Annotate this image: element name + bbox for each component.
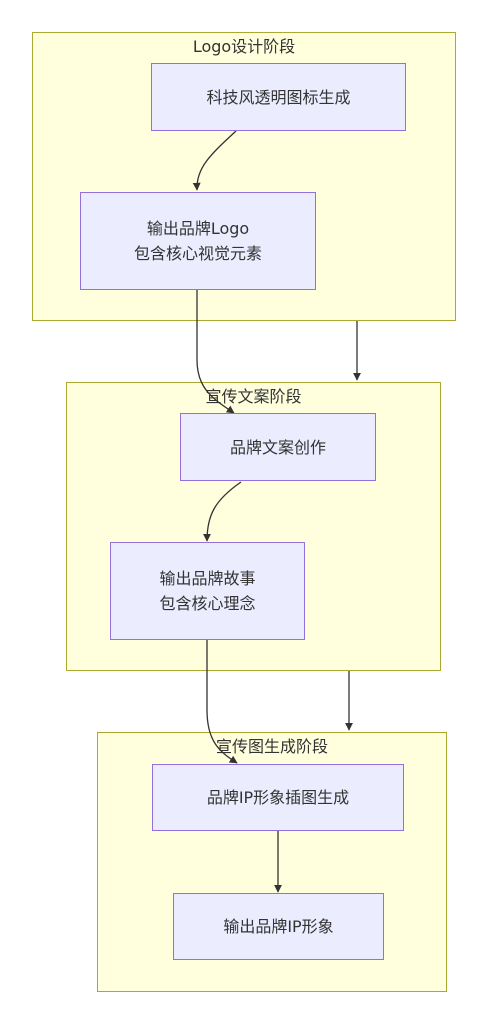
node-brand-story-output-line1: 输出品牌故事 [159, 569, 256, 588]
edge-icon-to-logo [192, 130, 237, 191]
edge-copy-to-story [203, 481, 242, 542]
node-brand-logo-output-line2: 包含核心视觉元素 [133, 244, 262, 263]
edge-story-to-ip [206, 640, 238, 764]
node-brand-logo-output-line1: 输出品牌Logo [146, 219, 250, 238]
node-tech-icon-generation: 科技风透明图标生成 [151, 63, 406, 131]
node-brand-ip-output: 输出品牌IP形象 [173, 893, 384, 960]
node-ip-illustration-generation-label: 品牌IP形象插图生成 [206, 788, 350, 807]
cluster-title-copywriting: 宣传文案阶段 [205, 387, 302, 406]
node-brand-ip-output-label: 输出品牌IP形象 [223, 917, 334, 936]
node-brand-story-output-line2: 包含核心理念 [159, 594, 256, 613]
node-tech-icon-generation-label: 科技风透明图标生成 [206, 87, 351, 107]
node-brand-copywriting-label: 品牌文案创作 [229, 437, 326, 457]
node-ip-illustration-generation: 品牌IP形象插图生成 [152, 764, 404, 831]
cluster-title-poster-generation: 宣传图生成阶段 [215, 737, 328, 756]
edge-logo-to-copy [196, 290, 235, 414]
node-brand-logo-output: 输出品牌Logo 包含核心视觉元素 [80, 192, 316, 290]
node-brand-copywriting: 品牌文案创作 [180, 413, 376, 481]
cluster-title-logo-design: Logo设计阶段 [192, 37, 296, 56]
node-brand-story-output: 输出品牌故事 包含核心理念 [110, 542, 305, 640]
